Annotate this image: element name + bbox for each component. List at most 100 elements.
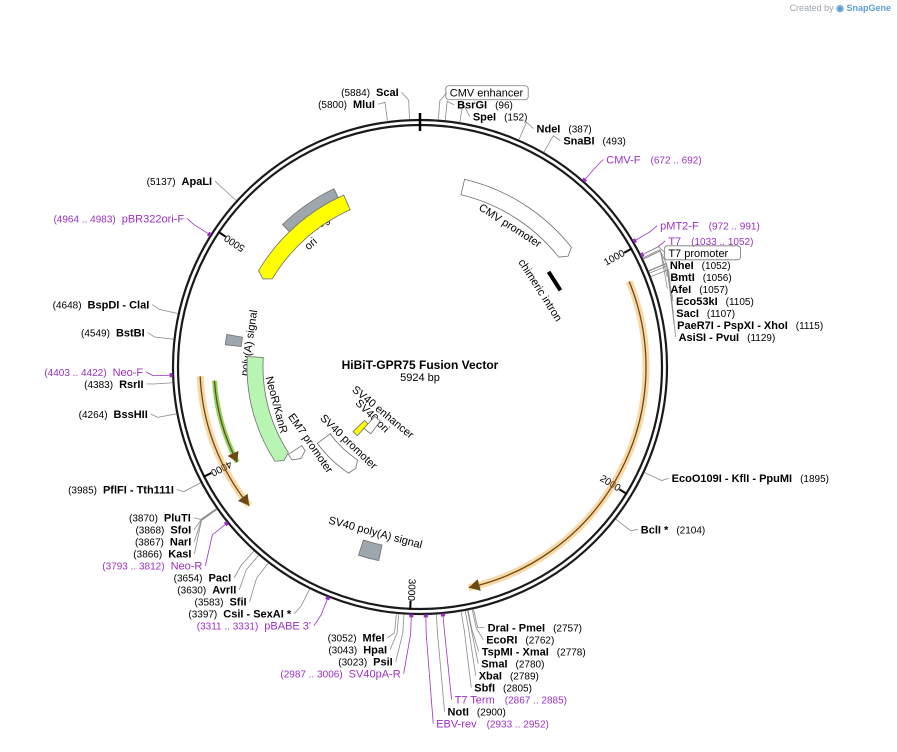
enzyme-position: (3868) — [135, 526, 164, 537]
enzyme-position: (1057) — [699, 285, 728, 296]
primer-site-pbr322ori-f[interactable] — [208, 233, 210, 237]
enzyme-position: (1052) — [702, 261, 731, 272]
enzyme-position: (3870) — [129, 514, 158, 525]
enzyme-position: (2900) — [477, 708, 506, 719]
enzyme-nhei[interactable]: NheI(1052) — [670, 260, 731, 272]
enzyme-sfoi[interactable]: (3868)SfoI — [135, 525, 191, 537]
enzyme-names: PsiI — [373, 657, 393, 669]
enzyme-drai-pmei[interactable]: DraI - PmeI(2757) — [488, 623, 582, 635]
primer-pbr322ori-f[interactable]: (4964 .. 4983)pBR322ori-F — [53, 214, 184, 226]
leader-line — [215, 181, 236, 200]
primer-sv40pa-r[interactable]: (2987 .. 3006)SV40pA-R — [280, 669, 400, 681]
leader-line — [250, 563, 269, 602]
enzyme-snabi[interactable]: SnaBI(493) — [563, 136, 626, 148]
enzyme-kasi[interactable]: (3866)KasI — [133, 549, 191, 561]
feature-em7-promoter[interactable] — [288, 446, 305, 460]
leader-line — [584, 159, 604, 180]
enzyme-hpai[interactable]: (3043)HpaI — [328, 645, 387, 657]
primer-name: CMV-F — [606, 154, 641, 166]
enzyme-position: (4383) — [84, 380, 113, 391]
tick-label: 3000 — [405, 578, 417, 601]
enzyme-bsrgi[interactable]: BsrGI(96) — [457, 100, 513, 112]
feature-hibit-gpr75-cds[interactable] — [469, 281, 646, 587]
enzyme-apali[interactable]: (5137)ApaLI — [147, 176, 212, 188]
enzyme-sbfi[interactable]: SbfI(2805) — [474, 683, 532, 695]
leader-line — [294, 589, 309, 614]
enzyme-position: (3023) — [338, 658, 367, 669]
enzyme-asisi-pvui[interactable]: AsiSI - PvuI(1129) — [679, 332, 776, 344]
enzyme-names: AsiSI - PvuI — [679, 332, 740, 344]
enzyme-mfei[interactable]: (3052)MfeI — [328, 633, 385, 645]
enzyme-names: NotI — [448, 707, 469, 719]
tick-label: 5000 — [222, 232, 247, 254]
primer-cmv-f[interactable]: CMV-F(672 .. 692) — [606, 154, 701, 166]
credit-prefix: Created by — [790, 3, 834, 13]
feature-sv40-poly-a-signal[interactable] — [358, 540, 382, 561]
feature-neor-orf-core — [200, 376, 249, 505]
tick-label: 1000 — [602, 248, 627, 269]
feature-poly-a-signal[interactable] — [225, 335, 242, 347]
enzyme-ecoo109i-kfli-ppumi[interactable]: EcoO109I - KflI - PpuMI(1895) — [672, 473, 829, 485]
primer-site-pbabe-3[interactable] — [326, 597, 330, 599]
enzyme-rsrii[interactable]: (4383)RsrII — [84, 379, 143, 391]
primer-pmt2-f[interactable]: pMT2-F(972 .. 991) — [660, 221, 760, 233]
enzyme-mlui[interactable]: (5800)MluI — [318, 99, 375, 111]
enzyme-nari[interactable]: (3867)NarI — [135, 537, 191, 549]
enzyme-xbai[interactable]: XbaI(2789) — [479, 671, 539, 683]
enzyme-avrii[interactable]: (3630)AvrII — [177, 585, 236, 597]
enzyme-noti[interactable]: NotI (2900) — [448, 707, 506, 719]
enzyme-afei[interactable]: AfeI(1057) — [670, 284, 728, 296]
primer-neo-r[interactable]: (3793 .. 3812)Neo-R — [102, 561, 202, 573]
primer-site-pmt2-f[interactable] — [634, 239, 636, 243]
enzyme-ndei[interactable]: NdeI(387) — [537, 124, 592, 136]
enzyme-names: SacI — [676, 308, 699, 320]
enzyme-scai[interactable]: (5884)ScaI — [341, 87, 399, 99]
enzyme-spei[interactable]: SpeI (152) — [473, 112, 528, 124]
enzyme-saci[interactable]: SacI(1107) — [676, 308, 735, 320]
enzyme-position: (3654) — [174, 574, 203, 585]
enzyme-names: SmaI — [481, 659, 507, 671]
primer-ebv-rev[interactable]: EBV-rev(2933 .. 2952) — [436, 719, 549, 731]
enzyme-ecori[interactable]: EcoRI(2762) — [486, 635, 554, 647]
enzyme-names: BmtI — [670, 272, 694, 284]
primer-site-cmv-f[interactable] — [583, 179, 586, 182]
enzyme-bsshii[interactable]: (4264)BssHII — [79, 409, 148, 421]
primer-pbabe-3[interactable]: (3311 .. 3331) pBABE 3' — [197, 621, 311, 633]
leader-line — [239, 555, 258, 589]
enzyme-csii-sexai[interactable]: (3397)CsiI - SexAI * — [188, 609, 291, 621]
enzyme-paer7i-pspxi-xhoi[interactable]: PaeR7I - PspXI - XhoI(1115) — [677, 320, 823, 332]
feature-chimeric-intron[interactable] — [549, 272, 561, 291]
enzyme-names: MfeI — [363, 633, 385, 645]
enzyme-names: BspDI - ClaI — [88, 300, 150, 312]
leader-line — [404, 615, 412, 674]
primer-neo-f[interactable]: (4403 .. 4422)Neo-F — [44, 367, 143, 379]
primer-t7-term[interactable]: T7 Term(2867 .. 2885) — [455, 695, 567, 707]
primer-range: (3311 .. 3331) — [197, 622, 259, 633]
enzyme-tspmi-xmai[interactable]: TspMI - XmaI(2778) — [482, 647, 586, 659]
enzyme-eco53ki[interactable]: Eco53kI(1105) — [676, 296, 754, 308]
feature-hibit-gpr75-cds-core — [469, 281, 646, 587]
primer-range: (3793 .. 3812) — [102, 562, 164, 573]
enzyme-bmti[interactable]: BmtI(1056) — [670, 272, 731, 284]
enzyme-pflfi-tth111i[interactable]: (3985)PflFI - Tth111I — [68, 485, 174, 497]
enzyme-paci[interactable]: (3654)PacI — [174, 573, 232, 585]
feature-cmv-promoter[interactable] — [461, 179, 571, 257]
tick-mark — [218, 232, 225, 237]
primer-name: pBABE 3' — [264, 621, 311, 633]
enzyme-psii[interactable]: (3023) PsiI — [338, 657, 392, 669]
primer-site-neo-r[interactable] — [225, 522, 228, 525]
leader-line — [436, 614, 444, 711]
enzyme-pluti[interactable]: (3870)PluTI — [129, 513, 191, 525]
enzyme-names: SpeI — [473, 112, 496, 124]
enzyme-smai[interactable]: SmaI(2780) — [481, 659, 544, 671]
enzyme-sfii[interactable]: (3583)SfiI — [195, 597, 247, 609]
enzyme-bspdi-clai[interactable]: (4648)BspDI - ClaI — [53, 300, 150, 312]
enzyme-position: (3985) — [68, 486, 97, 497]
feature-neor-orf[interactable] — [200, 376, 249, 505]
enzyme-bstbi[interactable]: (4549)BstBI — [81, 328, 145, 340]
leader-line — [443, 614, 452, 700]
feature-chimeric-intron-label: chimeric intron — [515, 257, 564, 324]
enzyme-position: (152) — [504, 113, 527, 124]
enzyme-bcli[interactable]: BclI *(2104) — [641, 524, 705, 536]
